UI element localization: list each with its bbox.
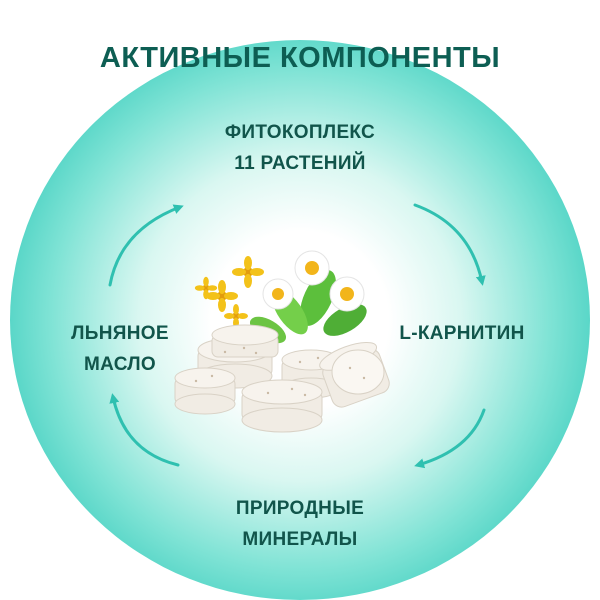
- cycle-arrow-icon: [413, 203, 486, 286]
- yellow-flowers: [194, 256, 264, 328]
- cycle-arrow-icon: [109, 393, 180, 467]
- component-label-phytocomplex: ФИТОКОПЛЕКС 11 РАСТЕНИЙ: [224, 122, 376, 174]
- tablet-speckles: [194, 346, 366, 397]
- cycle-arrow-icon: [108, 204, 184, 287]
- cycle-arrow-icon: [414, 408, 486, 469]
- component-label-l-carnitine: L-КАРНИТИН: [399, 323, 525, 344]
- page-title: АКТИВНЫЕ КОМПОНЕНТЫ: [99, 42, 501, 74]
- tablets: [174, 324, 390, 433]
- chamomile-flowers: [262, 250, 365, 312]
- component-label-linseed-oil: ЛЬНЯНОЕ МАСЛО: [71, 323, 169, 375]
- component-label-natural-minerals: ПРИРОДНЫЕ МИНЕРАЛЫ: [235, 498, 365, 550]
